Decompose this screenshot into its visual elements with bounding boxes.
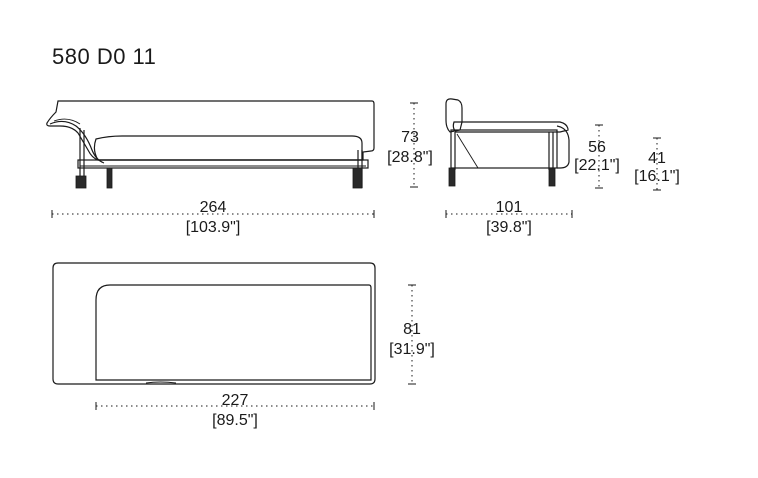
- front-backrest: [46, 100, 375, 161]
- side-depth-in: [39.8"]: [486, 219, 532, 236]
- top-view: 81 [31.9"] 227 [89.5"]: [52, 262, 435, 429]
- side-seat-height-in: [16.1"]: [634, 168, 680, 185]
- front-base-rail: [77, 159, 369, 169]
- side-backrest: [445, 98, 463, 133]
- front-view: 73 [28.8"] 264 [103.9"]: [46, 100, 433, 236]
- front-width-cm: 264: [200, 199, 227, 216]
- front-leg: [106, 167, 113, 189]
- top-seat-cushion: [95, 284, 372, 381]
- side-armrest-height-cm: 56: [588, 139, 606, 156]
- side-leg: [448, 167, 456, 187]
- front-width-in: [103.9"]: [186, 219, 241, 236]
- side-leg: [548, 167, 556, 187]
- front-leg: [352, 167, 363, 189]
- front-height-cm: 73: [401, 129, 419, 146]
- side-armrest: [556, 125, 570, 169]
- top-width-cm: 227: [222, 392, 249, 409]
- side-seat-cushion: [452, 121, 569, 133]
- product-code: 580 D0 11: [52, 44, 157, 69]
- front-arm-curve: [49, 120, 105, 164]
- side-view: 101 [39.8"] 56 [22.1"] 41 [16.1"]: [445, 98, 680, 236]
- front-leg: [75, 175, 87, 189]
- top-depth-cm: 81: [403, 321, 421, 338]
- front-seat-cushion: [93, 135, 363, 161]
- side-armrest-height-in: [22.1"]: [574, 157, 620, 174]
- top-depth-in: [31.9"]: [389, 341, 435, 358]
- side-frame: [450, 129, 558, 169]
- side-depth-cm: 101: [496, 199, 523, 216]
- top-outline: [52, 262, 376, 385]
- front-height-in: [28.8"]: [387, 149, 433, 166]
- top-width-in: [89.5"]: [212, 412, 258, 429]
- side-seat-height-cm: 41: [648, 150, 666, 167]
